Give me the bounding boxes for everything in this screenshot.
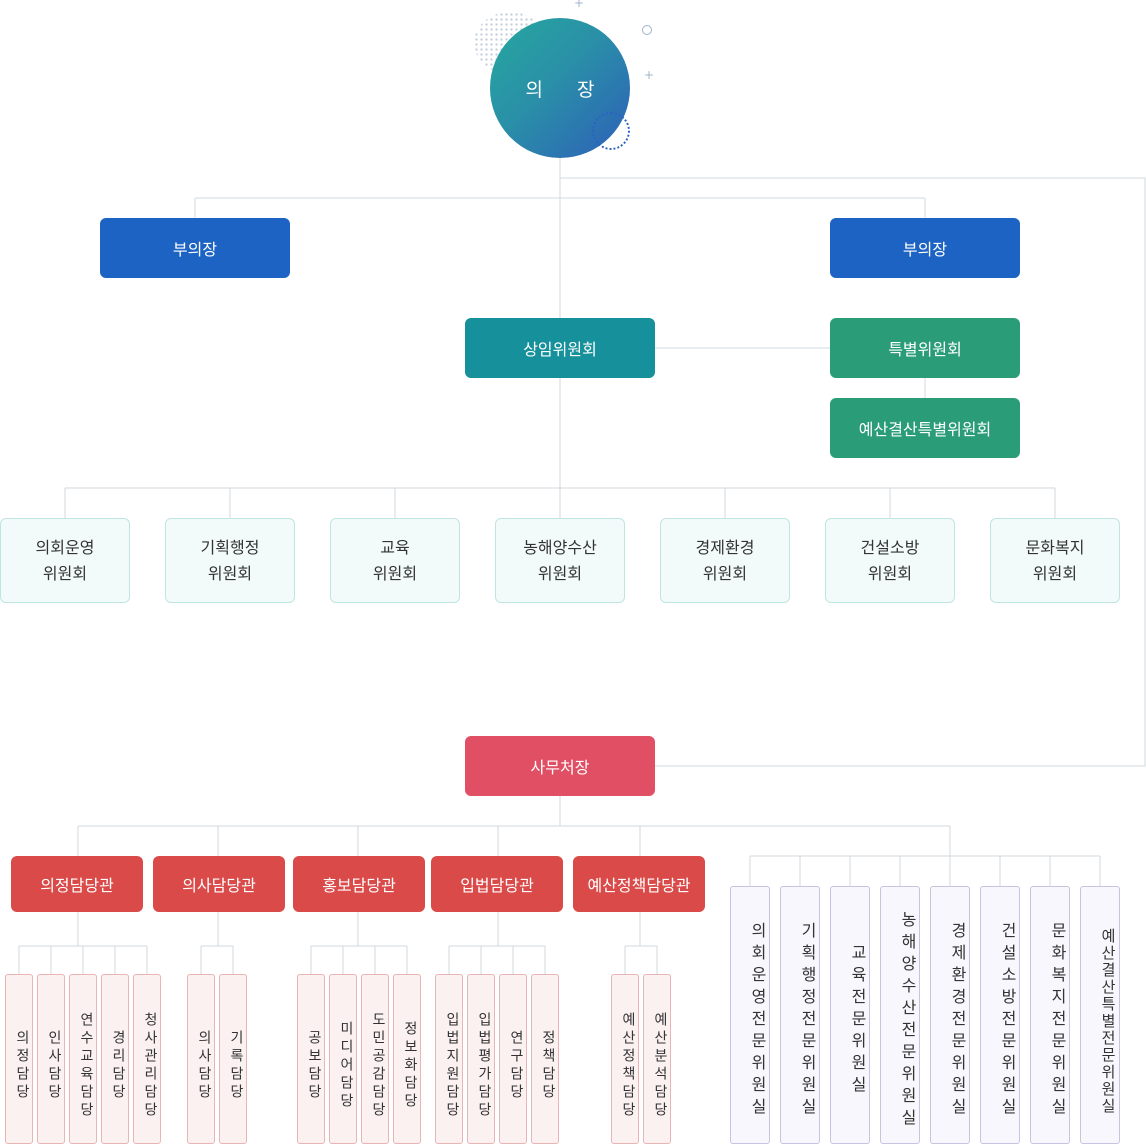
- committee-name: 경제환경: [695, 537, 755, 557]
- secretary-general-label: 사무처장: [530, 758, 590, 777]
- expert-office-label: 의회운영전문위원실: [748, 922, 767, 1120]
- vice-chair-label: 부의장: [172, 240, 218, 259]
- unit-label: 입법평가담당: [476, 1012, 492, 1120]
- unit-label: 연구담당: [508, 1030, 524, 1102]
- unit-box[interactable]: 청사관리담당: [133, 974, 161, 1144]
- unit-box[interactable]: 정보화담당: [393, 974, 421, 1144]
- office-label: 홍보담당관: [322, 876, 396, 895]
- unit-box[interactable]: 입법지원담당: [435, 974, 463, 1144]
- expert-office-box[interactable]: 예산결산특별전문위원실: [1080, 886, 1120, 1144]
- committee-name: 농해양수산: [523, 537, 597, 557]
- office-box[interactable]: 홍보담당관: [293, 856, 425, 912]
- expert-office-box[interactable]: 문화복지전문위원실: [1030, 886, 1070, 1144]
- committee-suffix: 위원회: [372, 563, 418, 583]
- unit-box[interactable]: 의사담당: [187, 974, 215, 1144]
- unit-box[interactable]: 입법평가담당: [467, 974, 495, 1144]
- expert-office-label: 예산결산특별전문위원실: [1099, 927, 1117, 1115]
- committee-suffix: 위원회: [537, 563, 583, 583]
- vice-chair-left[interactable]: 부의장: [100, 218, 290, 278]
- expert-office-label: 건설소방전문위원실: [998, 922, 1017, 1120]
- secretary-general[interactable]: 사무처장: [465, 736, 655, 796]
- dotted-ring-decoration: [592, 112, 630, 150]
- office-box[interactable]: 의사담당관: [153, 856, 285, 912]
- budget-special-committee[interactable]: 예산결산특별위원회: [830, 398, 1020, 458]
- expert-office-label: 교육전문위원실: [848, 944, 867, 1098]
- unit-box[interactable]: 미디어담당: [329, 974, 357, 1144]
- unit-label: 입법지원담당: [444, 1012, 460, 1120]
- unit-box[interactable]: 인사담당: [37, 974, 65, 1144]
- office-label: 입법담당관: [460, 876, 534, 895]
- unit-box[interactable]: 연수교육담당: [69, 974, 97, 1144]
- expert-office-box[interactable]: 의회운영전문위원실: [730, 886, 770, 1144]
- budget-special-committee-label: 예산결산특별위원회: [858, 420, 992, 439]
- expert-office-label: 기획행정전문위원실: [798, 922, 817, 1120]
- unit-box[interactable]: 공보담당: [297, 974, 325, 1144]
- chair-label: 의 장: [525, 78, 609, 101]
- unit-label: 의사담당: [196, 1030, 212, 1102]
- vice-chair-label: 부의장: [902, 240, 948, 259]
- committee-name: 문화복지: [1025, 537, 1085, 557]
- vice-chair-right[interactable]: 부의장: [830, 218, 1020, 278]
- unit-box[interactable]: 기록담당: [219, 974, 247, 1144]
- unit-box[interactable]: 예산분석담당: [643, 974, 671, 1144]
- expert-office-label: 농해양수산전문위원실: [898, 911, 917, 1131]
- chair-node[interactable]: 의 장: [490, 18, 630, 158]
- office-label: 예산정책담당관: [587, 876, 691, 895]
- unit-label: 도민공감담당: [370, 1012, 386, 1120]
- plus-icon: +: [644, 68, 655, 82]
- unit-label: 연수교육담당: [78, 1012, 94, 1120]
- unit-box[interactable]: 예산정책담당: [611, 974, 639, 1144]
- unit-label: 미디어담당: [338, 1021, 354, 1111]
- office-label: 의정담당관: [40, 876, 114, 895]
- unit-label: 기록담당: [228, 1030, 244, 1102]
- expert-office-box[interactable]: 기획행정전문위원실: [780, 886, 820, 1144]
- unit-box[interactable]: 의정담당: [5, 974, 33, 1144]
- office-box[interactable]: 입법담당관: [431, 856, 563, 912]
- unit-box[interactable]: 연구담당: [499, 974, 527, 1144]
- expert-office-box[interactable]: 경제환경전문위원실: [930, 886, 970, 1144]
- unit-label: 청사관리담당: [142, 1012, 158, 1120]
- expert-office-label: 문화복지전문위원실: [1048, 922, 1067, 1120]
- standing-committee[interactable]: 상임위원회: [465, 318, 655, 378]
- expert-office-box[interactable]: 농해양수산전문위원실: [880, 886, 920, 1144]
- unit-label: 공보담당: [306, 1030, 322, 1102]
- committee-suffix: 위원회: [867, 563, 913, 583]
- committee-suffix: 위원회: [207, 563, 253, 583]
- office-box[interactable]: 예산정책담당관: [573, 856, 705, 912]
- office-box[interactable]: 의정담당관: [11, 856, 143, 912]
- standing-committee-label: 상임위원회: [523, 340, 597, 359]
- special-committee-label: 특별위원회: [888, 340, 962, 359]
- unit-label: 예산분석담당: [652, 1012, 668, 1120]
- committee-name: 기획행정: [200, 537, 260, 557]
- expert-office-box[interactable]: 건설소방전문위원실: [980, 886, 1020, 1144]
- unit-box[interactable]: 정책담당: [531, 974, 559, 1144]
- plus-icon: +: [574, 0, 585, 10]
- circle-outline-icon: [642, 25, 652, 35]
- unit-label: 정책담당: [540, 1030, 556, 1102]
- unit-label: 인사담당: [46, 1030, 62, 1102]
- expert-office-box[interactable]: 교육전문위원실: [830, 886, 870, 1144]
- committee-name: 의회운영: [35, 537, 95, 557]
- unit-label: 정보화담당: [402, 1021, 418, 1111]
- special-committee[interactable]: 특별위원회: [830, 318, 1020, 378]
- committee-name: 건설소방: [860, 537, 920, 557]
- unit-label: 경리담당: [110, 1030, 126, 1102]
- unit-box[interactable]: 경리담당: [101, 974, 129, 1144]
- expert-office-label: 경제환경전문위원실: [948, 922, 967, 1120]
- unit-label: 의정담당: [14, 1030, 30, 1102]
- unit-box[interactable]: 도민공감담당: [361, 974, 389, 1144]
- committee-name: 교육: [380, 537, 410, 557]
- unit-label: 예산정책담당: [620, 1012, 636, 1120]
- committee-suffix: 위원회: [1032, 563, 1078, 583]
- committee-suffix: 위원회: [42, 563, 88, 583]
- committee-suffix: 위원회: [702, 563, 748, 583]
- office-label: 의사담당관: [182, 876, 256, 895]
